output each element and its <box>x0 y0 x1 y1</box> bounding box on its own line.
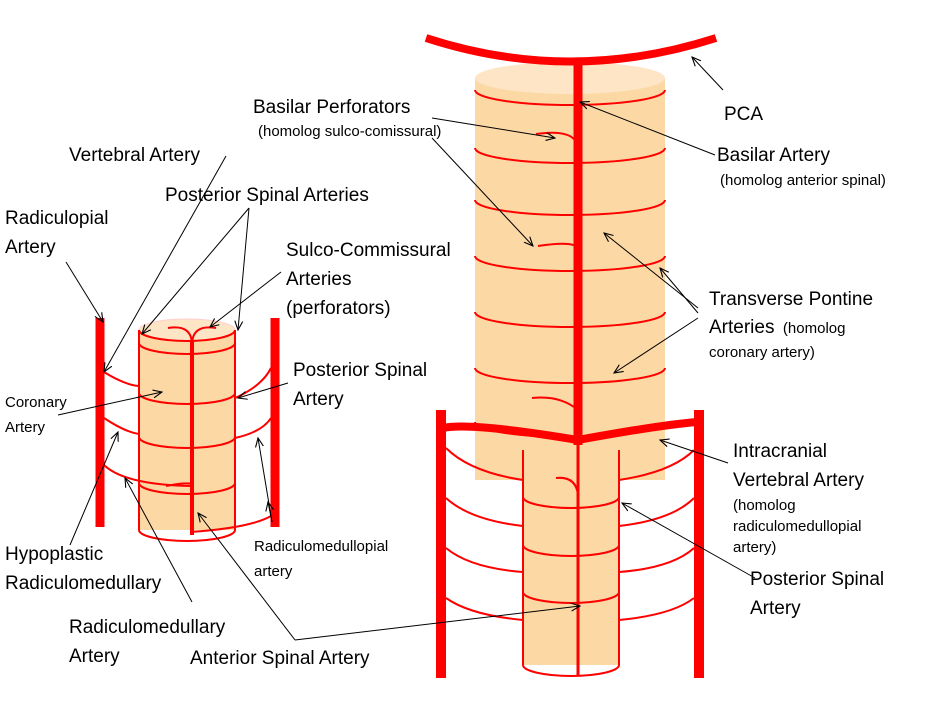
label-basilar-perforators: Basilar Perforators <box>253 97 410 118</box>
brainstem-top <box>475 62 665 94</box>
label-intracranial-2: Vertebral Artery <box>733 470 864 491</box>
label-transverse-pontine-2: Arteries (homolog <box>709 317 845 338</box>
label-transverse-pontine-note-2: coronary artery) <box>709 344 815 361</box>
label-vertebral-artery: Vertebral Artery <box>69 145 200 166</box>
label-posterior-spinal-right-1: Posterior Spinal <box>750 569 884 590</box>
label-intracranial-note-1: (homolog <box>733 497 796 514</box>
label-posterior-spinal-right-2: Artery <box>750 598 801 619</box>
vertebral-confluence <box>442 418 698 445</box>
label-transverse-pontine-1: Transverse Pontine <box>709 289 873 310</box>
labels: PCA Basilar Perforators (homolog sulco-c… <box>5 97 886 669</box>
label-anterior-spinal: Anterior Spinal Artery <box>190 648 370 669</box>
spinal-cord-body <box>139 330 235 530</box>
label-hypoplastic-2: Radiculomedullary <box>5 573 162 594</box>
coronary-rings <box>138 342 236 495</box>
label-basilar-artery: Basilar Artery <box>717 145 830 166</box>
pca-arc <box>424 34 718 66</box>
label-basilar-perforators-note: (homolog sulco-comissural) <box>258 123 441 140</box>
label-radiculopial-1: Radiculopial <box>5 208 109 229</box>
label-coronary-2: Artery <box>5 419 46 436</box>
leader-lines <box>57 57 756 641</box>
brainstem-body <box>475 78 665 480</box>
label-basilar-artery-note: (homolog anterior spinal) <box>720 172 886 189</box>
label-transverse-pontine-note-1: (homolog <box>783 320 846 337</box>
label-coronary-1: Coronary <box>5 394 67 411</box>
cervical-cord-outline <box>522 450 620 677</box>
brainstem-model <box>424 34 718 678</box>
label-posterior-spinal-left-1: Posterior Spinal <box>293 360 427 381</box>
label-sulco-3: (perforators) <box>286 298 391 319</box>
label-intracranial-1: Intracranial <box>733 441 827 462</box>
label-sulco-1: Sulco-Commissural <box>286 240 451 261</box>
label-transverse-pontine-arteries: Arteries <box>709 317 774 338</box>
label-intracranial-note-3: artery) <box>733 539 776 556</box>
label-sulco-2: Arteries <box>286 269 351 290</box>
label-pca: PCA <box>724 104 763 125</box>
label-posterior-spinal-arteries: Posterior Spinal Arteries <box>165 185 369 206</box>
label-radiculomedullopial-2: artery <box>254 563 293 580</box>
label-radiculomedullary-2: Artery <box>69 646 120 667</box>
label-hypoplastic-1: Hypoplastic <box>5 544 103 565</box>
label-radiculomedullopial-1: Radiculomedullopial <box>254 538 388 555</box>
radiculomedullopial-branches <box>445 447 695 621</box>
label-radiculopial-2: Artery <box>5 237 56 258</box>
label-intracranial-note-2: radiculomedullopial <box>733 518 861 535</box>
spinal-cord-model <box>95 318 280 542</box>
label-radiculomedullary-1: Radiculomedullary <box>69 617 226 638</box>
label-posterior-spinal-left-2: Artery <box>293 389 344 410</box>
